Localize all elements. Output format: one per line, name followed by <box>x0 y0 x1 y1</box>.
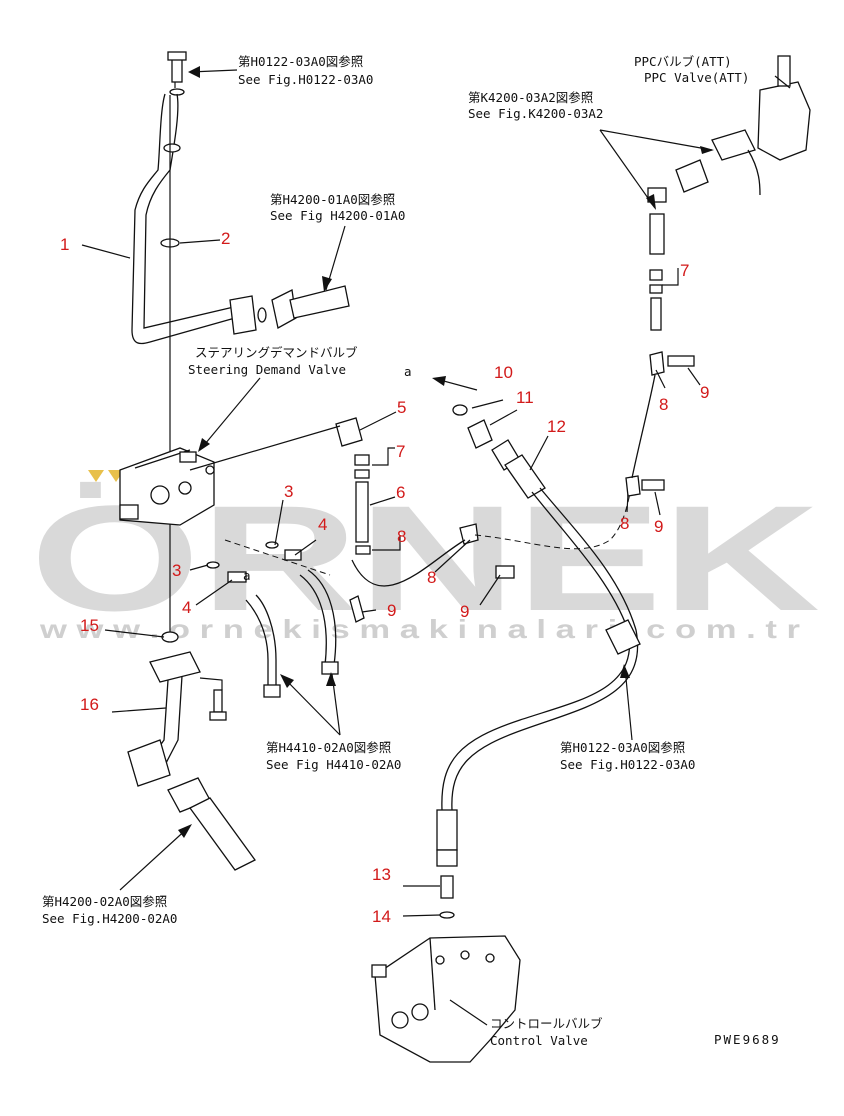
part-number-2: 2 <box>221 229 230 248</box>
hose-h4200-02-ref-jp: 第H4200-02A0図参照 <box>42 894 167 909</box>
part-number-8: 8 <box>397 527 406 546</box>
part-number-6: 6 <box>396 483 405 502</box>
part-number-3: 3 <box>172 561 181 580</box>
watermark-url: w w w . o r n e k i s m a k i n a l a r … <box>39 614 800 644</box>
part-number-1: 1 <box>60 235 69 254</box>
part-number-8: 8 <box>427 568 436 587</box>
center-fittings <box>189 417 633 623</box>
part-number-8: 8 <box>620 514 629 533</box>
connector-label-a: a <box>243 568 251 583</box>
steering-valve-label-en: Steering Demand Valve <box>188 362 346 377</box>
hose-12-assembly <box>436 404 641 919</box>
part-number-7: 7 <box>396 442 405 461</box>
part-number-4: 4 <box>182 598 191 617</box>
hose-h4410-ref-jp: 第H4410-02A0図参照 <box>266 740 391 755</box>
hose-h4200-01-ref-en: See Fig H4200-01A0 <box>270 208 405 223</box>
control-valve-label-en: Control Valve <box>490 1033 588 1048</box>
part-number-9: 9 <box>387 601 396 620</box>
ppc-ref-en: See Fig.K4200-03A2 <box>468 106 603 121</box>
part-number-15: 15 <box>80 616 99 635</box>
hose-h4200-02-ref-en: See Fig.H4200-02A0 <box>42 911 177 926</box>
part-number-7: 7 <box>680 261 689 280</box>
part-number-16: 16 <box>80 695 99 714</box>
reference-labels: 第H0122-03A0図参照 See Fig.H0122-03A0 PPCバルブ… <box>42 54 781 1048</box>
part-number-11: 11 <box>516 388 534 407</box>
part-number-8: 8 <box>659 395 668 414</box>
control-valve <box>371 935 521 1063</box>
bracket-16 <box>127 631 256 871</box>
ppc-valve-label-en: PPC Valve(ATT) <box>644 70 749 85</box>
ppc-ref-jp: 第K4200-03A2図参照 <box>468 90 593 105</box>
part-number-10: 10 <box>494 363 513 382</box>
hoses-h4410 <box>206 541 339 698</box>
part-number-5: 5 <box>397 398 406 417</box>
part-number-3: 3 <box>284 482 293 501</box>
part-number-13: 13 <box>372 865 391 884</box>
part-number-9: 9 <box>700 383 709 402</box>
bolt-top-ref-en: See Fig.H0122-03A0 <box>238 72 373 87</box>
ppc-valve <box>625 55 811 497</box>
ppc-valve-label-jp: PPCバルブ(ATT) <box>634 54 732 69</box>
pipe-assembly-1 <box>131 51 350 640</box>
part-number-4: 4 <box>318 515 327 534</box>
steering-demand-valve <box>119 447 215 526</box>
bolt-top-ref-jp: 第H0122-03A0図参照 <box>238 54 363 69</box>
hose-h4410-ref-en: See Fig H4410-02A0 <box>266 757 401 772</box>
connector-label-a: a <box>404 364 412 379</box>
part-number-14: 14 <box>372 907 391 926</box>
part-number-labels: 1 2 3 3 4 4 5 6 7 7 8 8 8 8 9 9 9 9 10 1… <box>60 229 709 926</box>
part-number-9: 9 <box>460 602 469 621</box>
steering-valve-label-jp: ステアリングデマンドバルブ <box>195 345 358 360</box>
part-number-12: 12 <box>547 417 566 436</box>
drawing-code: PWE9689 <box>714 1032 781 1047</box>
leader-lines <box>81 66 791 1026</box>
clamp-h0122-ref-en: See Fig.H0122-03A0 <box>560 757 695 772</box>
control-valve-label-jp: コントロールバルブ <box>490 1016 603 1031</box>
clamp-h0122-ref-jp: 第H0122-03A0図参照 <box>560 740 685 755</box>
watermark-accent-icon <box>88 470 104 482</box>
hose-h4200-01-ref-jp: 第H4200-01A0図参照 <box>270 192 395 207</box>
part-number-9: 9 <box>654 517 663 536</box>
